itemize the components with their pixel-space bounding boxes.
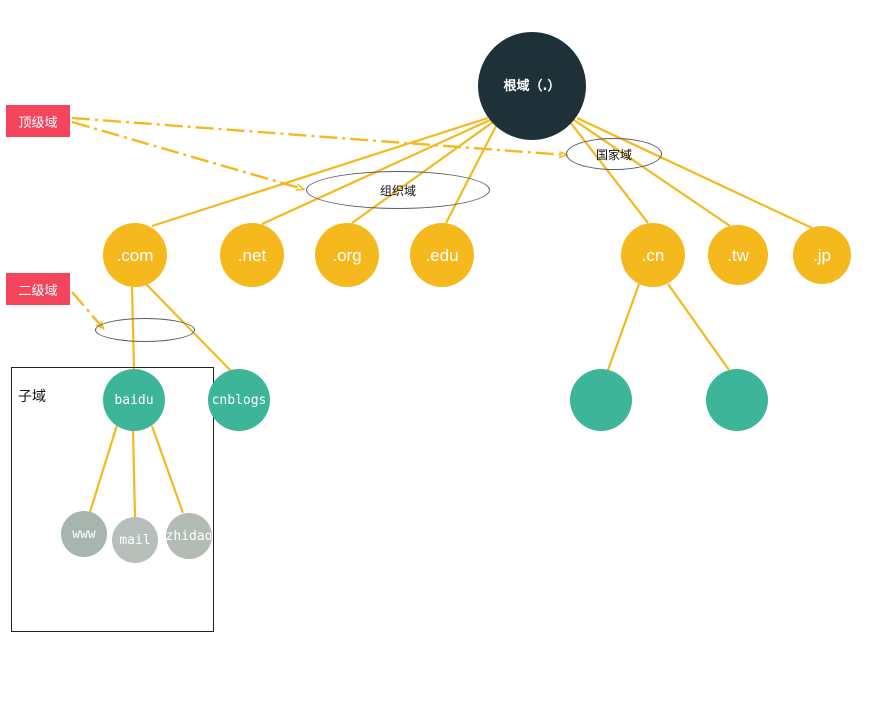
arrow-tag-top-level-to-ellipse-org-domain bbox=[71, 120, 303, 189]
edge-root-to-node-tw bbox=[573, 119, 731, 227]
edge-root-to-node-edu bbox=[445, 123, 498, 224]
node-cnblogs[interactable]: cnblogs bbox=[208, 369, 270, 431]
ellipse-empty-second-level bbox=[95, 318, 195, 342]
node-mail-label: mail bbox=[119, 532, 151, 548]
arrow-tag-top-level-to-ellipse-country-domain bbox=[71, 116, 566, 155]
node-com[interactable]: .com bbox=[103, 223, 167, 287]
node-com-label: .com bbox=[116, 245, 154, 265]
tag-top-level: 顶级域 bbox=[6, 105, 70, 137]
node-root-label: 根域（.） bbox=[503, 78, 561, 94]
node-cn-child-1[interactable] bbox=[570, 369, 632, 431]
node-org-label: .org bbox=[332, 245, 362, 265]
edge-node-cn-to-node-cn-child-2 bbox=[667, 283, 730, 371]
node-zhidao-label: zhidao bbox=[165, 528, 213, 544]
ellipse-country-domain-label: 国家域 bbox=[595, 147, 632, 162]
node-mail[interactable]: mail bbox=[112, 517, 158, 563]
node-edu-label: .edu bbox=[425, 245, 459, 265]
node-net-label: .net bbox=[237, 245, 267, 265]
node-zhidao[interactable]: zhidao bbox=[166, 513, 212, 559]
node-cn-child-2[interactable] bbox=[706, 369, 768, 431]
subdomain-box-label: 子域 bbox=[18, 389, 46, 405]
tag-second-level: 二级域 bbox=[6, 273, 70, 305]
node-cn-label: .cn bbox=[641, 245, 665, 265]
node-baidu-label: baidu bbox=[114, 392, 154, 408]
node-edu[interactable]: .edu bbox=[410, 223, 474, 287]
node-jp-label: .jp bbox=[813, 245, 831, 265]
node-tw[interactable]: .tw bbox=[708, 225, 768, 285]
tag-top-level-label: 顶级域 bbox=[18, 115, 58, 131]
edge-root-to-node-jp bbox=[576, 117, 813, 229]
node-www-label: www bbox=[72, 526, 96, 542]
node-cn[interactable]: .cn bbox=[621, 223, 685, 287]
dashdot-edges bbox=[71, 116, 566, 328]
node-cnblogs-label: cnblogs bbox=[211, 392, 267, 408]
ellipse-org-domain: 组织域 bbox=[306, 171, 490, 209]
node-net[interactable]: .net bbox=[220, 223, 284, 287]
tag-second-level-label: 二级域 bbox=[18, 283, 58, 299]
node-jp[interactable]: .jp bbox=[793, 226, 851, 284]
ellipse-org-domain-label: 组织域 bbox=[379, 183, 416, 198]
node-baidu[interactable]: baidu bbox=[103, 369, 165, 431]
node-tw-label: .tw bbox=[727, 245, 749, 265]
node-www[interactable]: www bbox=[61, 511, 107, 557]
node-root[interactable]: 根域（.） bbox=[478, 32, 586, 140]
subdomain-box bbox=[11, 367, 214, 632]
node-org[interactable]: .org bbox=[315, 223, 379, 287]
ellipse-country-domain: 国家域 bbox=[566, 138, 662, 170]
edge-node-cn-to-node-cn-child-1 bbox=[606, 283, 641, 371]
arrow-tag-second-level-to-ellipse-empty-second-level bbox=[71, 291, 103, 328]
